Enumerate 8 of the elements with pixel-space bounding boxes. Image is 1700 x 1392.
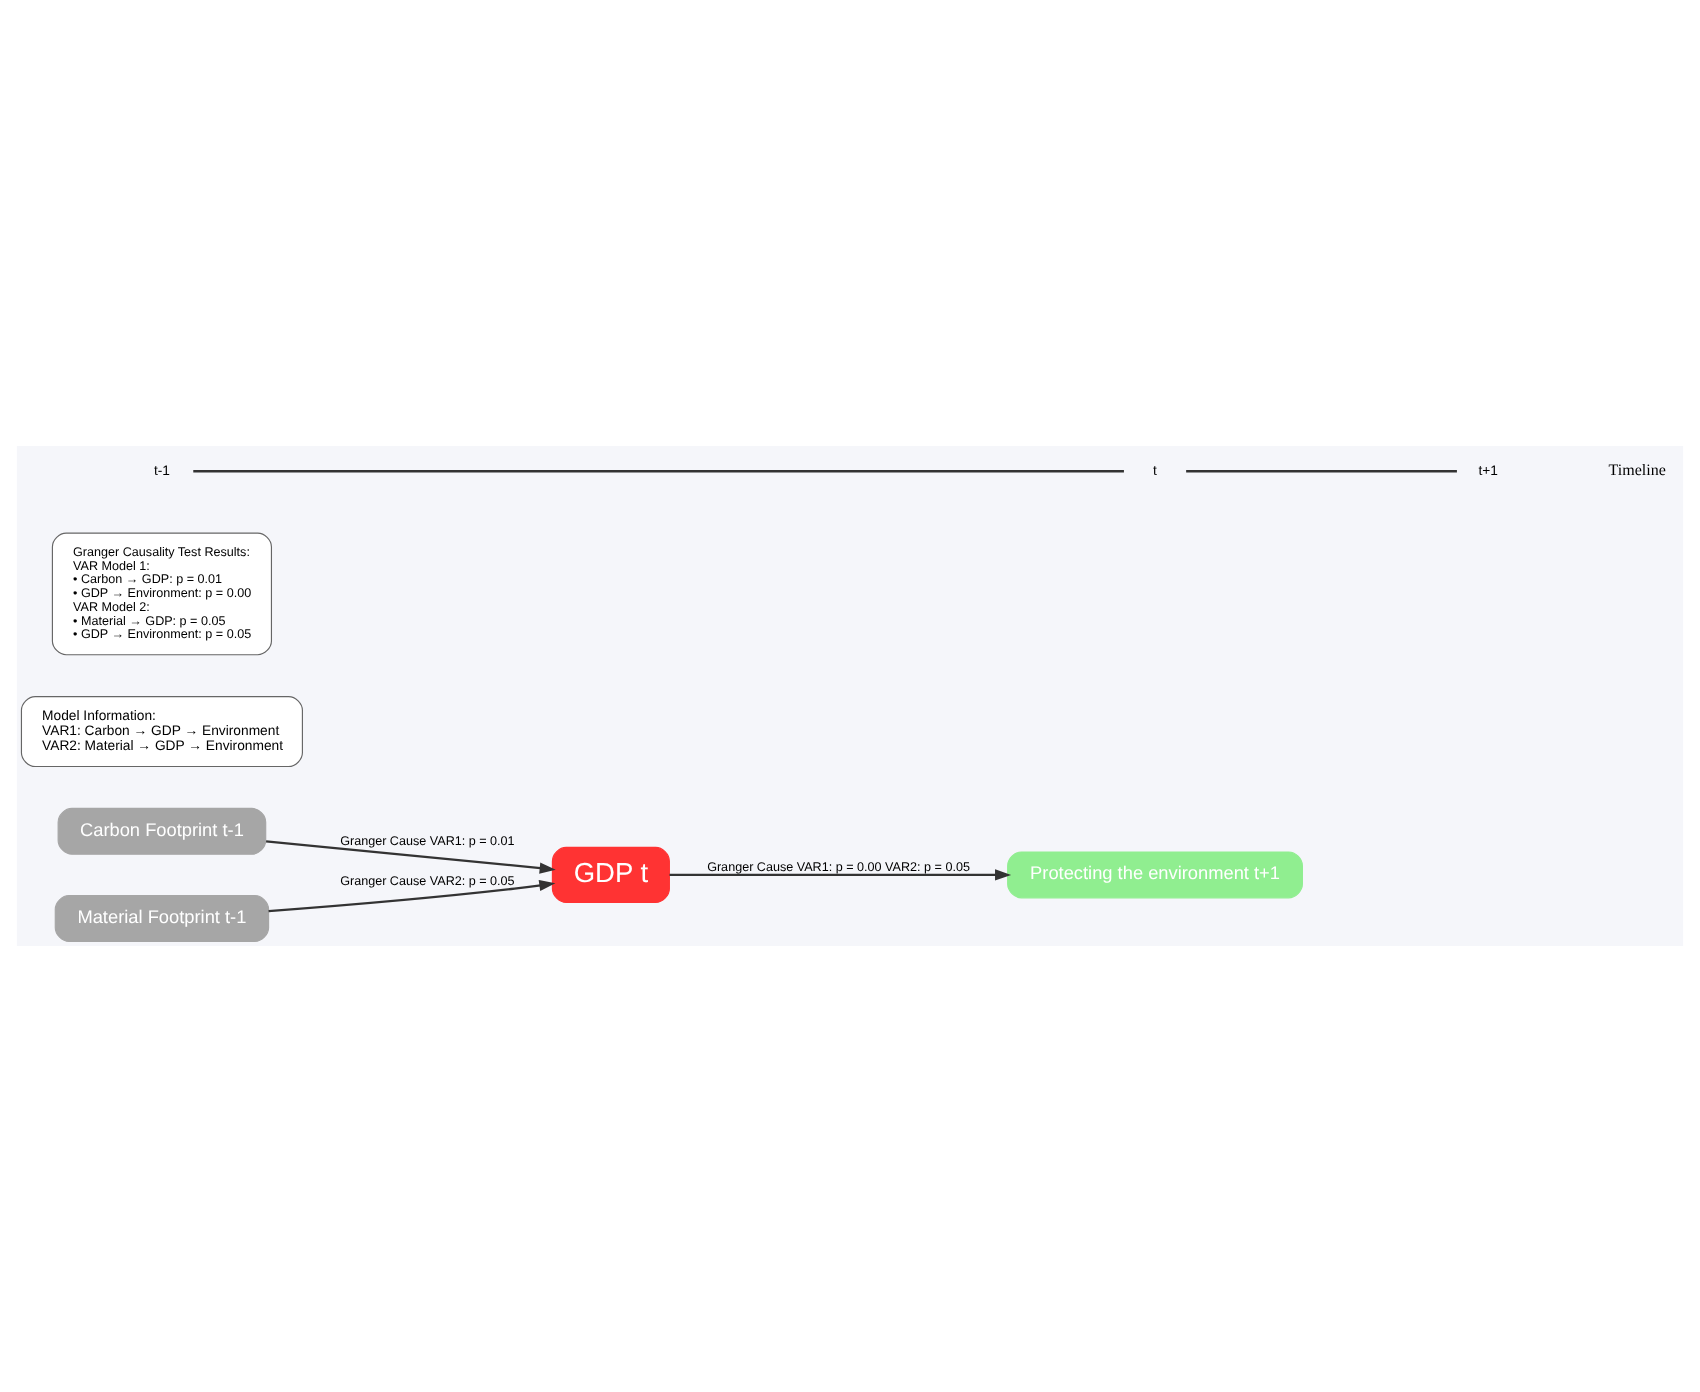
node-box: Protecting the environment t+1 <box>1007 851 1303 899</box>
arrow <box>266 840 556 874</box>
node-box: GDP t <box>551 846 670 903</box>
label: Timeline <box>1608 461 1666 480</box>
arrow <box>268 879 556 913</box>
arrow <box>669 869 1012 881</box>
node-box: Material Footprint t-1 <box>54 894 270 942</box>
node-box: Carbon Footprint t-1 <box>57 807 267 855</box>
